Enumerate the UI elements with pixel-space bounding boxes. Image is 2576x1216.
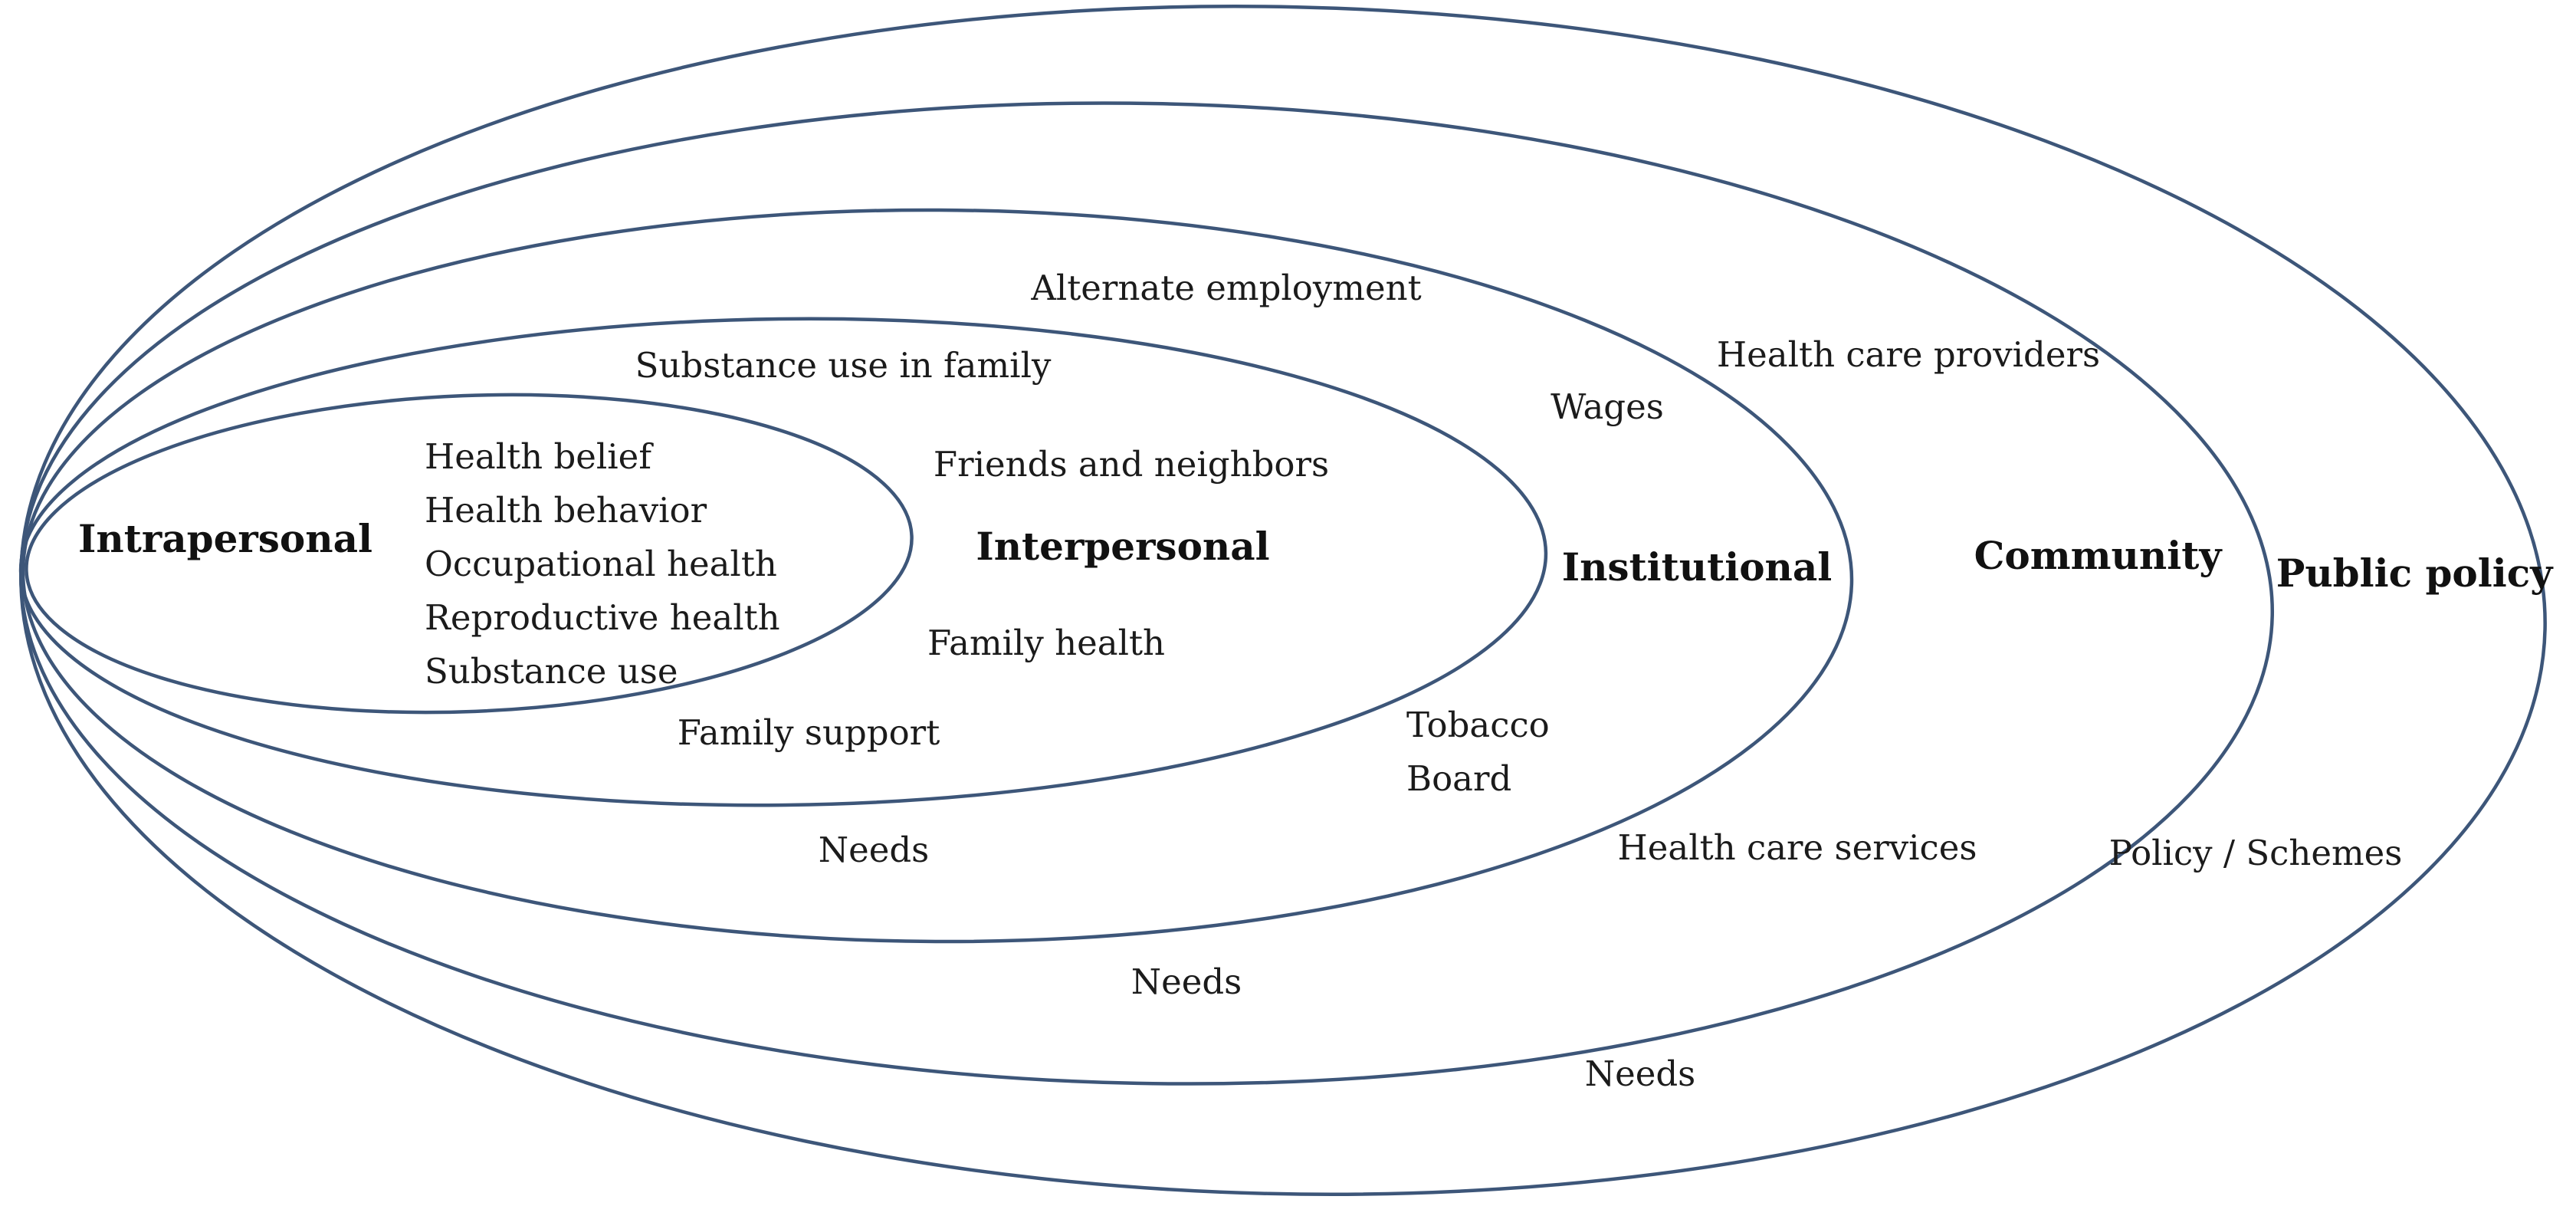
label-community: Community — [1974, 533, 2223, 578]
item-policy-schemes: Policy / Schemes — [2109, 833, 2403, 873]
label-interpersonal: Interpersonal — [976, 524, 1269, 569]
item-wages: Wages — [1551, 386, 1664, 427]
ellipse-intrapersonal — [25, 393, 914, 715]
ellipse-interpersonal — [18, 317, 1548, 807]
item-needs-public-policy: Needs — [1585, 1053, 1696, 1094]
label-intrapersonal: Intrapersonal — [78, 516, 372, 561]
label-public-policy: Public policy — [2276, 550, 2554, 596]
ellipse-public-policy — [19, 5, 2547, 1196]
item-reproductive-health: Reproductive health — [425, 597, 780, 638]
item-substance-use: Substance use — [425, 651, 678, 692]
item-health-behavior: Health behavior — [425, 490, 707, 531]
item-needs-community: Needs — [1131, 961, 1242, 1002]
item-tobacco-board-line2: Board — [1406, 758, 1511, 799]
item-occupational-health: Occupational health — [425, 544, 777, 584]
item-needs-institutional: Needs — [819, 830, 930, 870]
ellipse-institutional — [21, 208, 1854, 944]
item-health-belief: Health belief — [425, 436, 654, 477]
label-institutional: Institutional — [1562, 544, 1833, 590]
item-health-care-services: Health care services — [1618, 827, 1977, 868]
ellipse-community — [18, 101, 2275, 1086]
item-family-support: Family support — [678, 712, 940, 753]
item-alternate-employment: Alternate employment — [1030, 268, 1421, 308]
item-health-care-providers: Health care providers — [1717, 334, 2100, 375]
item-substance-use-in-family: Substance use in family — [635, 345, 1052, 386]
item-family-health: Family health — [927, 623, 1165, 663]
item-friends-and-neighbors: Friends and neighbors — [934, 444, 1329, 485]
item-tobacco-board-line1: Tobacco — [1406, 705, 1550, 745]
